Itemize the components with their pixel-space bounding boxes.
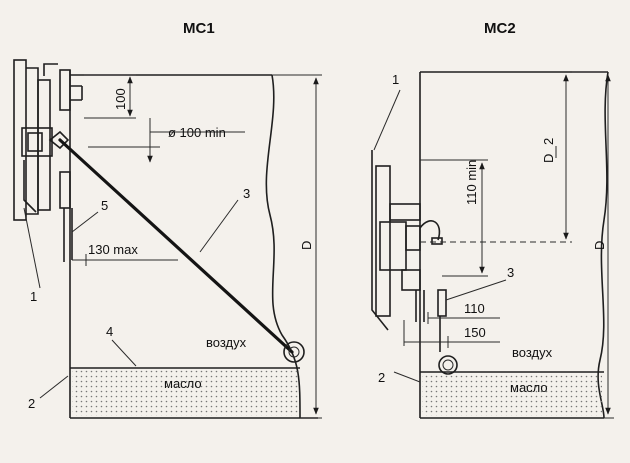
mc1-float-inner: [288, 346, 300, 358]
mc1-float: [283, 341, 305, 363]
mc2-dim-half-num: D: [541, 154, 556, 163]
mc1-relay-lower: [23, 160, 37, 213]
mc1-float-arm: [58, 138, 294, 354]
mc1-callout-4: 4: [106, 324, 113, 339]
mc1-dim-100-label: 100: [113, 88, 128, 110]
mc2-dim-150-label: 150: [464, 325, 486, 340]
mc1-break-line: [265, 74, 301, 419]
mc1-oil-label: масло: [164, 376, 202, 391]
mc1-dia-label: ø 100 min: [168, 125, 226, 140]
mc1-upper-flange: [59, 69, 71, 111]
mc2-float: [438, 355, 458, 375]
mc1-air-label: воздух: [206, 335, 247, 350]
mc2-leader-3: [445, 279, 507, 301]
mc1-drain-pipe: [63, 208, 73, 262]
mc2-relay-housing: [375, 165, 391, 317]
mc2-float-inner: [442, 359, 454, 371]
mc2-leader-1: [373, 89, 401, 151]
mc1-callout-5: 5: [101, 198, 108, 213]
mc2-upper-flange: [389, 203, 421, 221]
mc1-leader-3: [199, 199, 239, 253]
mc2-hook-end: [431, 237, 443, 245]
mc2-drain-pipe: [415, 290, 425, 322]
mc2-relay-head: [405, 225, 421, 251]
mc2-oil-region: [422, 372, 602, 416]
mc1-callout-2: 2: [28, 396, 35, 411]
mc1-leader-5: [71, 211, 99, 233]
mc1-mount-plate: [13, 59, 27, 221]
mc1-relay-core: [27, 132, 43, 152]
mc2-leader-2: [393, 371, 421, 383]
mc1-diagram: 100 ø 100 min 130 max D 1 2 3 4 5 воздух…: [13, 59, 322, 419]
mc1-callout-3: 3: [243, 186, 250, 201]
mc2-relay-body: [379, 221, 407, 271]
mc1-relay-body: [37, 79, 51, 211]
mc2-oil-label: масло: [510, 380, 548, 395]
title-mc2: MC2: [484, 20, 516, 37]
mc2-float-hook: [419, 220, 441, 241]
mc2-side-pipe: [437, 289, 447, 317]
mc1-leader-4: [111, 339, 137, 367]
mc1-top-pipe: [70, 85, 83, 101]
mc2-air-label: воздух: [512, 345, 553, 360]
title-mc1: MC1: [183, 20, 215, 37]
mc2-dim-110min-label: 110 min: [464, 160, 479, 205]
mc2-dim-half-den: 2: [541, 138, 556, 145]
mc2-lower-flange: [401, 269, 421, 291]
mc2-mount-plate: [371, 150, 389, 331]
mc1-callout-1: 1: [30, 289, 37, 304]
mc2-diagram: 110 min D 2 D 110 150 1 2 3 воздух масло: [371, 71, 614, 419]
mc1-dim-130-label: 130 max: [88, 242, 138, 257]
mc1-relay-upper: [43, 63, 58, 76]
mc2-callout-3: 3: [507, 265, 514, 280]
mc2-dim-D-label: D: [592, 241, 607, 250]
mc2-callout-2: 2: [378, 370, 385, 385]
mc1-lower-flange: [59, 171, 71, 209]
mc1-pivot: [48, 130, 70, 150]
mc1-leader-2: [39, 375, 69, 399]
mc1-oil-region: [72, 368, 298, 416]
mc2-callout-1: 1: [392, 72, 399, 87]
mc2-dim-110-label: 110: [464, 301, 485, 316]
mc1-dim-D-label: D: [299, 241, 314, 250]
mc1-leader-1: [23, 207, 41, 289]
